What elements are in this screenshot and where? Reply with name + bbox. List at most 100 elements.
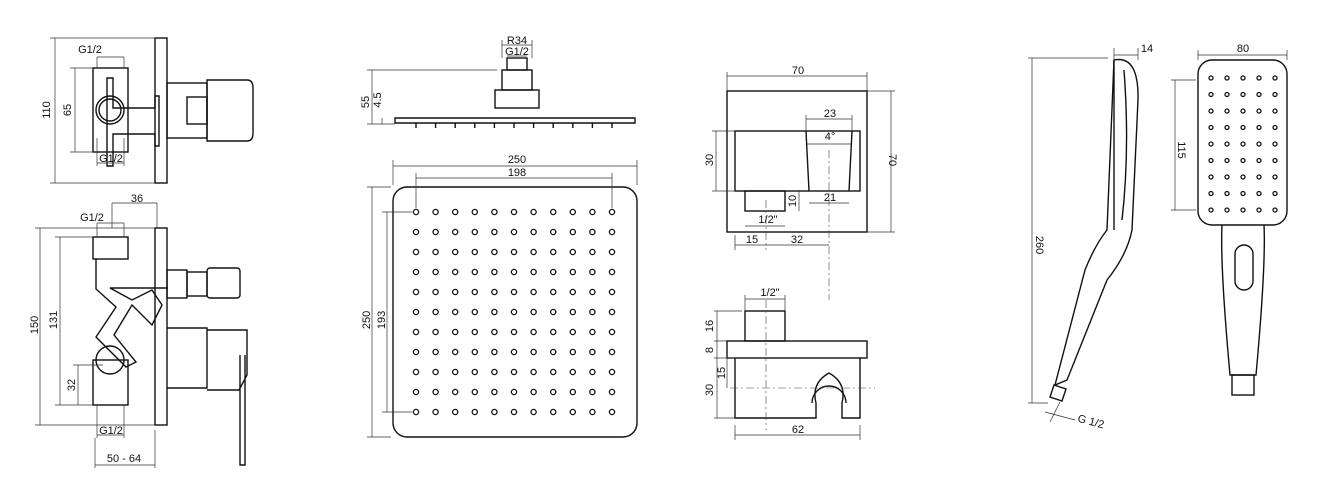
nozzle-dot — [471, 288, 479, 296]
nozzle-dot — [549, 248, 557, 256]
dim-width: 80 — [1237, 43, 1249, 55]
dim-height: 70 — [886, 154, 898, 166]
nozzle-dot — [608, 408, 616, 416]
dim-outlet-offset: 32 — [66, 379, 78, 391]
dim-inner-height: 131 — [48, 311, 60, 329]
dim-nozzle-span-w: 198 — [508, 167, 526, 179]
dim-height: 55 — [360, 96, 372, 108]
dim-body-height: 30 — [704, 384, 716, 396]
hand-nozzle-dot — [1256, 157, 1262, 164]
hand-nozzle-dot — [1256, 141, 1262, 147]
hand-nozzle-dot — [1208, 75, 1214, 81]
nozzle-dot — [549, 328, 557, 336]
dim-offset-left: 15 — [746, 234, 758, 246]
hand-nozzle-dot — [1272, 157, 1278, 164]
nozzle-dot — [510, 248, 518, 256]
nozzle-dot — [569, 348, 577, 356]
nozzle-dot — [549, 308, 557, 316]
label-thread: 1/2" — [758, 214, 777, 226]
nozzle-dot — [432, 308, 439, 316]
nozzle-dot — [569, 228, 577, 236]
hand-nozzle-dot — [1208, 174, 1214, 180]
nozzle-dot — [432, 328, 439, 336]
label-inlet-top: G1/2 — [78, 44, 102, 56]
nozzle-dot — [412, 208, 420, 216]
label-thread: 1/2" — [760, 287, 779, 299]
nozzle-dot — [510, 368, 518, 376]
nozzle-dot — [432, 288, 439, 296]
dim-width: 250 — [508, 154, 526, 166]
hand-nozzle-dot — [1256, 174, 1262, 180]
hand-nozzle-dot — [1256, 207, 1262, 213]
nozzle-dot — [608, 228, 616, 236]
nozzle-dot — [608, 268, 616, 276]
nozzle-dot — [412, 348, 420, 356]
hand-nozzle-dot — [1240, 174, 1246, 180]
mixer-side-view: 150 131 32 36 G1/2 G1/2 50 - 64 — [29, 193, 248, 468]
nozzle-dot — [549, 268, 557, 276]
hand-nozzle-dot — [1272, 174, 1278, 180]
nozzle-dot — [549, 288, 557, 296]
nozzle-dot — [530, 328, 537, 336]
nozzle-dot — [549, 208, 557, 216]
hand-nozzle-dot — [1208, 108, 1214, 114]
hand-nozzle-dot — [1272, 108, 1278, 114]
nozzle-dot — [451, 288, 459, 296]
nozzle-dot — [451, 268, 459, 276]
dim-body-height: 30 — [704, 154, 716, 166]
nozzle-dot — [491, 268, 498, 276]
label-thread: G 1/2 — [1076, 413, 1105, 432]
nozzle-dot — [471, 408, 479, 416]
nozzle-dot — [510, 208, 518, 216]
hand-nozzle-dot — [1240, 141, 1246, 147]
nozzle-dot — [569, 208, 577, 216]
nozzle-dot — [491, 348, 498, 356]
dim-slot-bottom: 21 — [824, 192, 836, 204]
nozzle-dot — [491, 208, 498, 216]
dim-depth: 14 — [1141, 43, 1153, 55]
nozzle-dot — [510, 228, 518, 236]
hand-nozzle-dot — [1256, 190, 1262, 197]
hand-nozzle-dot — [1208, 124, 1214, 131]
nozzle-dot — [530, 268, 537, 276]
hand-shower-side-view: 14 260 G 1/2 — [1028, 43, 1153, 431]
nozzle-dot — [589, 268, 596, 276]
dim-slot-top: 23 — [824, 108, 836, 120]
dim-nipple: 10 — [787, 195, 799, 207]
nozzle-dot — [608, 248, 616, 256]
hand-nozzle-dot — [1256, 124, 1262, 131]
nozzle-dot — [530, 368, 537, 376]
hand-nozzle-dot — [1256, 91, 1262, 98]
dim-plate-height: 8 — [704, 347, 716, 353]
hand-nozzle-dot — [1224, 207, 1230, 213]
label-inlet-bottom: G1/2 — [99, 425, 123, 437]
nozzle-dot — [608, 288, 616, 296]
nozzle-dot — [432, 248, 439, 256]
nozzle-dot — [569, 388, 577, 396]
dim-height: 250 — [361, 311, 373, 329]
hand-nozzle-dot — [1256, 108, 1262, 114]
hand-shower-front-view: 80 115 — [1171, 43, 1288, 396]
nozzle-dot — [451, 328, 459, 336]
dim-height: 150 — [29, 316, 41, 334]
nozzle-dot — [412, 328, 420, 336]
hand-nozzle-dot — [1208, 91, 1214, 98]
dim-body-height: 65 — [62, 104, 74, 116]
nozzle-dot — [608, 328, 616, 336]
nozzle-dot — [510, 268, 518, 276]
hand-nozzle-dot — [1208, 190, 1214, 197]
dim-radius: R34 — [507, 35, 527, 47]
hand-nozzle-dot — [1224, 157, 1230, 164]
hand-nozzle-dot — [1224, 75, 1230, 81]
nozzle-dot — [569, 248, 577, 256]
nozzle-dot — [471, 228, 479, 236]
nozzle-dot — [491, 308, 498, 316]
dim-thickness: 4.5 — [372, 92, 384, 107]
dim-axis-height: 15 — [716, 367, 728, 379]
shower-head-front-view: 250 198 250 193 — [361, 154, 638, 438]
nozzle-dot — [608, 368, 616, 376]
nozzle-dot — [491, 248, 498, 256]
nozzle-dot — [510, 328, 518, 336]
label-thread: G1/2 — [505, 46, 529, 58]
dim-nozzle-span-h: 193 — [376, 311, 388, 329]
